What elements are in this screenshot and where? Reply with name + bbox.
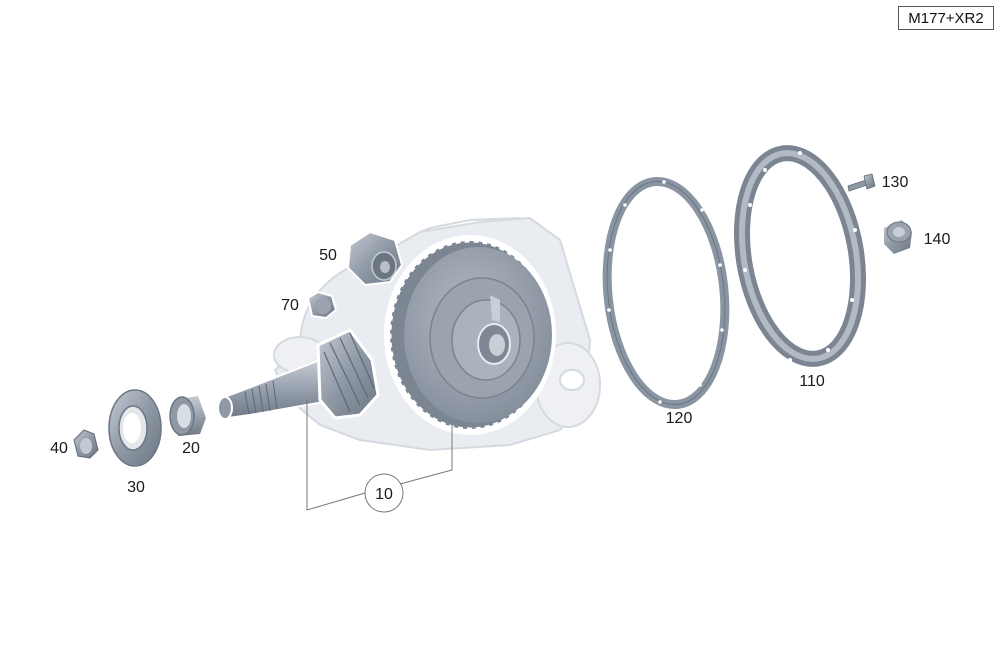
callout-120: 120 xyxy=(666,410,693,427)
side-gear-part xyxy=(346,230,404,287)
model-code-badge: M177+XR2 xyxy=(898,6,994,30)
callout-10: 10 xyxy=(375,486,393,503)
callout-20: 20 xyxy=(182,440,200,457)
callout-40: 40 xyxy=(50,440,68,457)
callout-110: 110 xyxy=(799,373,825,390)
gasket-part xyxy=(602,176,730,410)
callout-50: 50 xyxy=(319,247,337,264)
cap-part xyxy=(884,220,912,254)
callout-10-leaders xyxy=(306,400,453,511)
bearing-sleeve-part xyxy=(169,396,206,436)
small-pinion-part xyxy=(306,290,338,320)
nut-part xyxy=(73,429,99,459)
callout-140: 140 xyxy=(924,231,951,248)
seal-ring-part xyxy=(108,389,162,467)
callout-130: 130 xyxy=(882,174,909,191)
callout-30: 30 xyxy=(127,479,145,496)
ring-gear-part xyxy=(384,235,556,435)
cover-ring-part xyxy=(733,145,867,367)
callout-70: 70 xyxy=(281,297,299,314)
bolt-part xyxy=(847,173,876,192)
callout-10-circle xyxy=(364,473,404,513)
